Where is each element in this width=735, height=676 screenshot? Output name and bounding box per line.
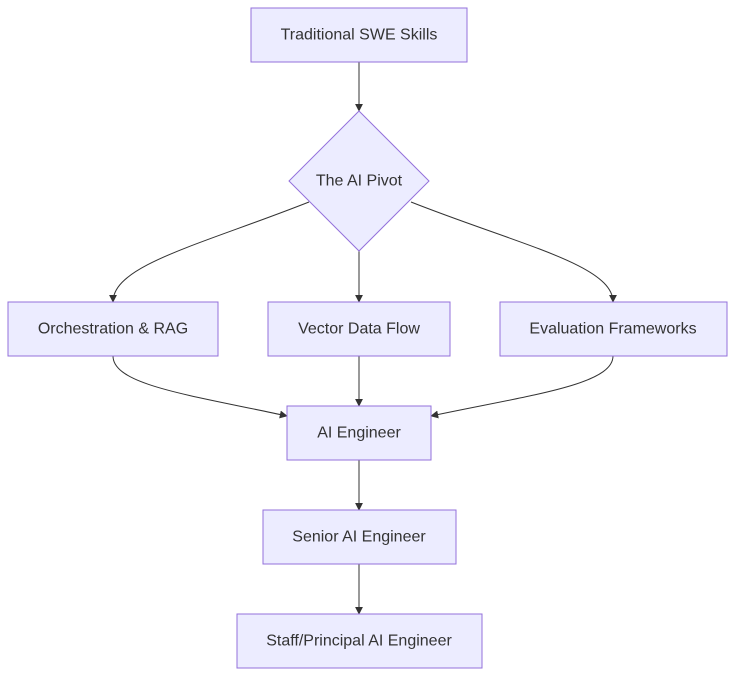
node-label: Orchestration & RAG xyxy=(38,321,188,338)
node-ai-engineer[interactable]: AI Engineer xyxy=(286,405,432,461)
node-senior-ai-engineer[interactable]: Senior AI Engineer xyxy=(262,509,457,565)
node-evaluation-frameworks[interactable]: Evaluation Frameworks xyxy=(499,301,728,357)
edge-evaluation-to-ai-engineer xyxy=(430,355,614,419)
node-vector-data-flow[interactable]: Vector Data Flow xyxy=(267,301,451,357)
node-label: Staff/Principal AI Engineer xyxy=(266,633,452,650)
node-label: The AI Pivot xyxy=(316,173,403,190)
node-label: Senior AI Engineer xyxy=(292,529,426,546)
edges xyxy=(109,62,617,615)
node-label: Traditional SWE Skills xyxy=(281,27,438,44)
node-label: Vector Data Flow xyxy=(298,321,420,338)
node-staff-principal-ai-engineer[interactable]: Staff/Principal AI Engineer xyxy=(236,613,483,669)
node-traditional-swe-skills[interactable]: Traditional SWE Skills xyxy=(250,7,468,63)
edge-orchestration-to-ai-engineer xyxy=(112,355,288,419)
node-label: Evaluation Frameworks xyxy=(529,321,696,338)
edge-pivot-to-orchestration xyxy=(109,201,310,303)
node-label: AI Engineer xyxy=(317,425,401,442)
node-orchestration-rag[interactable]: Orchestration & RAG xyxy=(7,301,219,357)
edge-pivot-to-evaluation xyxy=(410,201,617,303)
node-the-ai-pivot[interactable]: The AI Pivot xyxy=(288,110,430,252)
